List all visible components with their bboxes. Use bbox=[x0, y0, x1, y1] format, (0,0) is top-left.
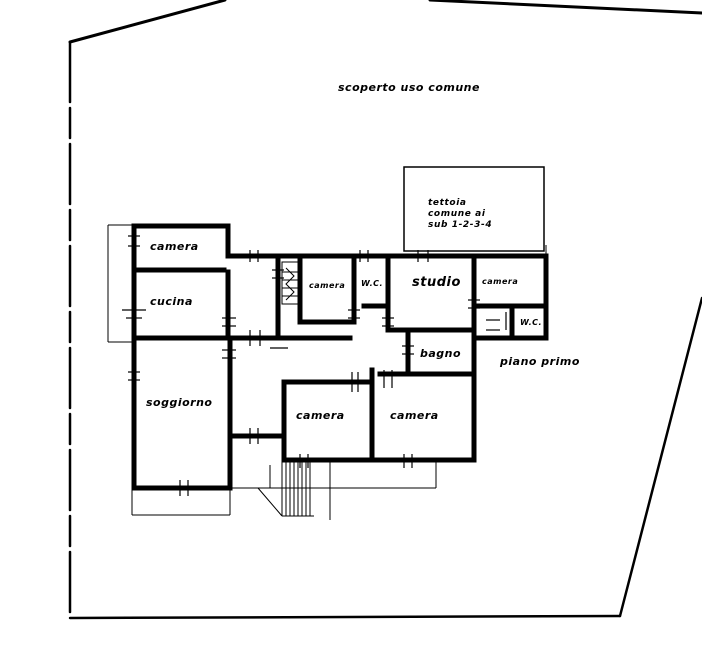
outside-area-label: scoperto uso comune bbox=[338, 81, 480, 94]
room-label-bagno: bagno bbox=[420, 347, 462, 360]
canopy-label: tettoia comune ai sub 1-2-3-4 bbox=[428, 198, 492, 231]
canopy-label-line: comune ai bbox=[428, 209, 486, 219]
room-label-camera-top-left: camera bbox=[150, 240, 199, 253]
floor-label: piano primo bbox=[500, 355, 580, 368]
room-label-camera-large: camera bbox=[390, 409, 439, 422]
room-label-camera-right: camera bbox=[482, 277, 519, 286]
canopy-label-line: sub 1-2-3-4 bbox=[428, 220, 493, 230]
room-label-soggiorno: soggiorno bbox=[146, 396, 213, 409]
outdoor-stairs bbox=[257, 462, 314, 517]
room-label-wc-right: W.C. bbox=[520, 318, 543, 327]
room-label-studio: studio bbox=[412, 275, 461, 290]
canopy-outline bbox=[403, 166, 545, 252]
opening-marks bbox=[122, 235, 507, 496]
canopy-label-line: tettoia bbox=[428, 198, 467, 208]
walls bbox=[131, 223, 549, 491]
room-label-cucina: cucina bbox=[150, 295, 193, 308]
room-label-wc-center: W.C. bbox=[361, 279, 384, 288]
room-label-camera-small: camera bbox=[309, 281, 346, 290]
site-boundary bbox=[68, 0, 702, 620]
interior-stairs bbox=[281, 261, 299, 305]
room-label-camera-mid: camera bbox=[296, 409, 345, 422]
